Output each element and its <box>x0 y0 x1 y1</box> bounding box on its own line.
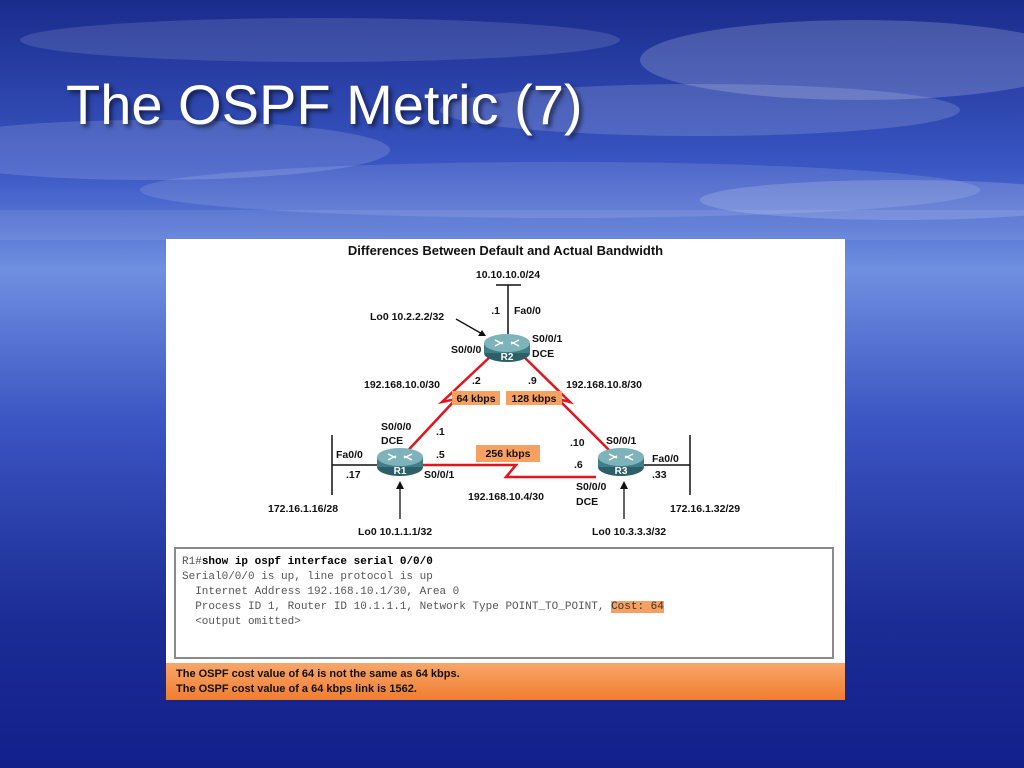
cli-cost-highlight: Cost: 64 <box>611 601 664 613</box>
serial-link-r1-r2 <box>399 354 493 460</box>
r2-ip-left: .2 <box>472 375 481 387</box>
r1-fa-ip: .17 <box>346 469 361 481</box>
bw-r1-r2: 64 kbps <box>456 393 495 405</box>
r1-dce: DCE <box>381 435 403 447</box>
serial-link-r2-r3 <box>521 354 619 460</box>
router-r1 <box>377 448 423 476</box>
net-r2-r3: 192.168.10.8/30 <box>566 379 642 391</box>
r3-dce: DCE <box>576 496 598 508</box>
bandwidth-badge-r1-r2 <box>452 391 500 405</box>
slide-title: The OSPF Metric (7) <box>66 73 583 136</box>
r3-fa: Fa0/0 <box>652 453 679 465</box>
r3-ip-up: .10 <box>570 437 585 449</box>
router-r3 <box>598 448 644 476</box>
cli-line-address: Internet Address 192.168.10.1/30, Area 0 <box>182 586 460 598</box>
bw-r1-r3: 256 kbps <box>486 448 531 460</box>
bandwidth-badge-r1-r3 <box>476 445 540 462</box>
serial-link-r1-r3 <box>422 463 596 479</box>
r1-lan-network: 172.16.1.16/28 <box>268 503 338 515</box>
notes-footer: The OSPF cost value of 64 is not the sam… <box>166 663 845 700</box>
router-r1-label: R1 <box>394 466 407 477</box>
router-r3-label: R3 <box>615 466 628 477</box>
cli-command-line: R1#show ip ospf interface serial 0/0/0 <box>182 555 826 570</box>
cli-process-text: Process ID 1, Router ID 10.1.1.1, Networ… <box>182 601 612 613</box>
diagram-title: Differences Between Default and Actual B… <box>347 243 664 258</box>
cli-prompt: R1# <box>182 556 202 568</box>
r2-loopback: Lo0 10.2.2.2/32 <box>370 311 444 323</box>
r3-loopback: Lo0 10.3.3.3/32 <box>592 526 666 538</box>
cli-line-process: Process ID 1, Router ID 10.1.1.1, Networ… <box>182 600 826 615</box>
figure-panel: Differences Between Default and Actual B… <box>166 239 845 700</box>
r1-ip-right: .5 <box>436 449 445 461</box>
cli-output-box: R1#show ip ospf interface serial 0/0/0 S… <box>174 547 834 659</box>
r1-s001: S0/0/1 <box>424 469 455 481</box>
cli-command: show ip ospf interface serial 0/0/0 <box>201 556 433 568</box>
bw-r2-r3: 128 kbps <box>512 393 557 405</box>
r2-loopback-arrow <box>455 318 485 336</box>
cli-line-interface-status: Serial0/0/0 is up, line protocol is up <box>182 571 433 583</box>
net-r1-r2: 192.168.10.0/30 <box>364 379 440 391</box>
r1-loopback: Lo0 10.1.1.1/32 <box>358 526 432 538</box>
r1-fa: Fa0/0 <box>336 449 363 461</box>
r3-s000: S0/0/0 <box>576 481 607 493</box>
r3-fa-ip: .33 <box>652 469 667 481</box>
r2-dce: DCE <box>532 348 554 360</box>
cli-line-omitted: <output omitted> <box>182 616 301 628</box>
network-topology-diagram: R2 R1 R3 10.10.10.0/24 .1 Fa0/0 Lo0 10.2… <box>268 269 740 538</box>
r3-s001: S0/0/1 <box>606 435 637 447</box>
r2-s001: S0/0/1 <box>532 333 563 345</box>
router-r2-label: R2 <box>501 352 514 363</box>
r2-fa-interface: Fa0/0 <box>514 305 541 317</box>
r2-ip-right: .9 <box>528 375 537 387</box>
r3-ip-left: .6 <box>574 459 583 471</box>
bandwidth-badge-r2-r3 <box>506 391 562 405</box>
note-line-2: The OSPF cost value of a 64 kbps link is… <box>176 683 417 695</box>
r1-ip-up: .1 <box>436 426 445 438</box>
net-r1-r3: 192.168.10.4/30 <box>468 491 544 503</box>
r2-fa-ip: .1 <box>491 305 500 317</box>
sky-clouds-background <box>0 18 1024 240</box>
r2-lan-network: 10.10.10.0/24 <box>476 269 540 281</box>
r1-s000: S0/0/0 <box>381 421 412 433</box>
router-r2 <box>484 334 530 362</box>
note-line-1: The OSPF cost value of 64 is not the sam… <box>176 668 460 680</box>
r3-lan-network: 172.16.1.32/29 <box>670 503 740 515</box>
r2-s000: S0/0/0 <box>451 344 482 356</box>
